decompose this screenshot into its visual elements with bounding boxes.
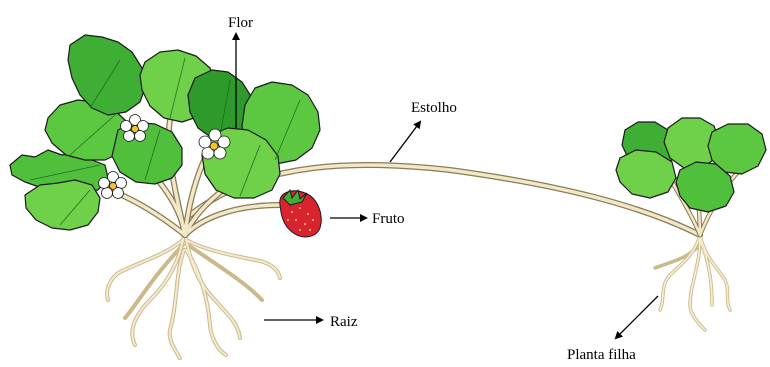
label-fruit-group: Fruto [330, 211, 405, 227]
label-daughter-plant-group: Planta filha [567, 296, 658, 363]
label-root-group: Raiz [264, 314, 358, 330]
strawberry-fruit [280, 190, 321, 237]
daughter-plant-roots [655, 235, 730, 330]
mother-plant-leaves [10, 35, 320, 230]
daughter-plant-arrow [616, 296, 658, 338]
flower-1 [121, 115, 149, 142]
stolon-label: Estolho [411, 100, 457, 116]
flower-label: Flor [228, 15, 253, 31]
daughter-plant-label: Planta filha [567, 347, 636, 363]
fruit-label: Fruto [372, 211, 405, 227]
root-label: Raiz [330, 314, 358, 330]
mother-plant-roots [107, 230, 280, 358]
label-stolon-group: Estolho [390, 100, 457, 162]
stolon-arrow [390, 122, 420, 162]
daughter-plant-leaves [616, 118, 766, 212]
